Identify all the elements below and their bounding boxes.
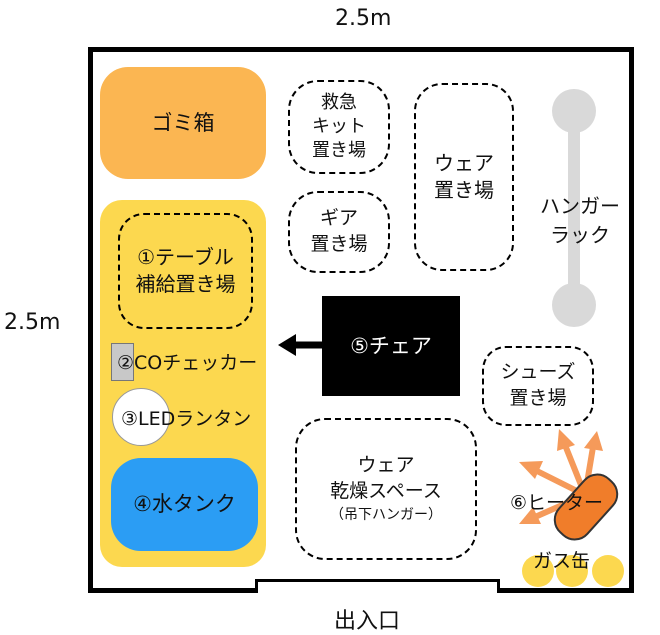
gas-can-1 [522, 555, 554, 587]
co-checker-label: ②COチェッカー [117, 352, 258, 374]
gas-can-label: ガス缶 [533, 550, 591, 572]
hanger-rack-label: ハンガー ラック [540, 194, 620, 247]
wear-storage-zone: ウェア 置き場 [414, 83, 514, 271]
heater-label: ⑥ヒーター [510, 492, 604, 514]
first-aid-kit-label: 救急 キット 置き場 [312, 91, 366, 162]
chair-label: ⑤チェア [350, 333, 432, 358]
led-lantern-label: ③LEDランタン [121, 408, 252, 430]
entrance-opening [255, 579, 500, 593]
width-dimension-label: 2.5m [335, 6, 392, 31]
table-supply-label: ①テーブル 補給置き場 [135, 245, 236, 296]
first-aid-kit-zone: 救急 キット 置き場 [288, 80, 390, 174]
hanger-rack-bar [568, 108, 580, 308]
gas-can-3 [592, 555, 624, 587]
height-dimension-label: 2.5m [4, 310, 61, 335]
wear-drying-label: ウェア 乾燥スペース [330, 453, 442, 502]
gear-zone: ギア 置き場 [288, 191, 390, 273]
chair-block: ⑤チェア [322, 296, 460, 396]
wear-drying-sublabel: （吊下ハンガー） [330, 507, 442, 524]
co-checker-device [111, 343, 134, 381]
water-tank-label: ④水タンク [133, 492, 236, 517]
wear-storage-label: ウェア 置き場 [434, 151, 494, 202]
shoes-zone: シューズ 置き場 [482, 346, 594, 426]
shoes-label: シューズ 置き場 [500, 361, 576, 409]
gas-can-2 [556, 555, 588, 587]
gear-label: ギア 置き場 [310, 207, 368, 255]
hanger-rack-bottom-end [552, 283, 596, 327]
chair-move-arrow [278, 334, 325, 356]
led-lantern-circle [112, 388, 170, 446]
entrance-label: 出入口 [334, 609, 401, 634]
table-supply-zone: ①テーブル 補給置き場 [118, 213, 253, 329]
wear-drying-zone: ウェア 乾燥スペース （吊下ハンガー） [295, 418, 477, 560]
hanger-rack-top-end [552, 89, 596, 133]
trash-zone: ゴミ箱 [100, 67, 266, 179]
trash-label: ゴミ箱 [151, 110, 215, 135]
water-tank-zone: ④水タンク [111, 458, 258, 551]
